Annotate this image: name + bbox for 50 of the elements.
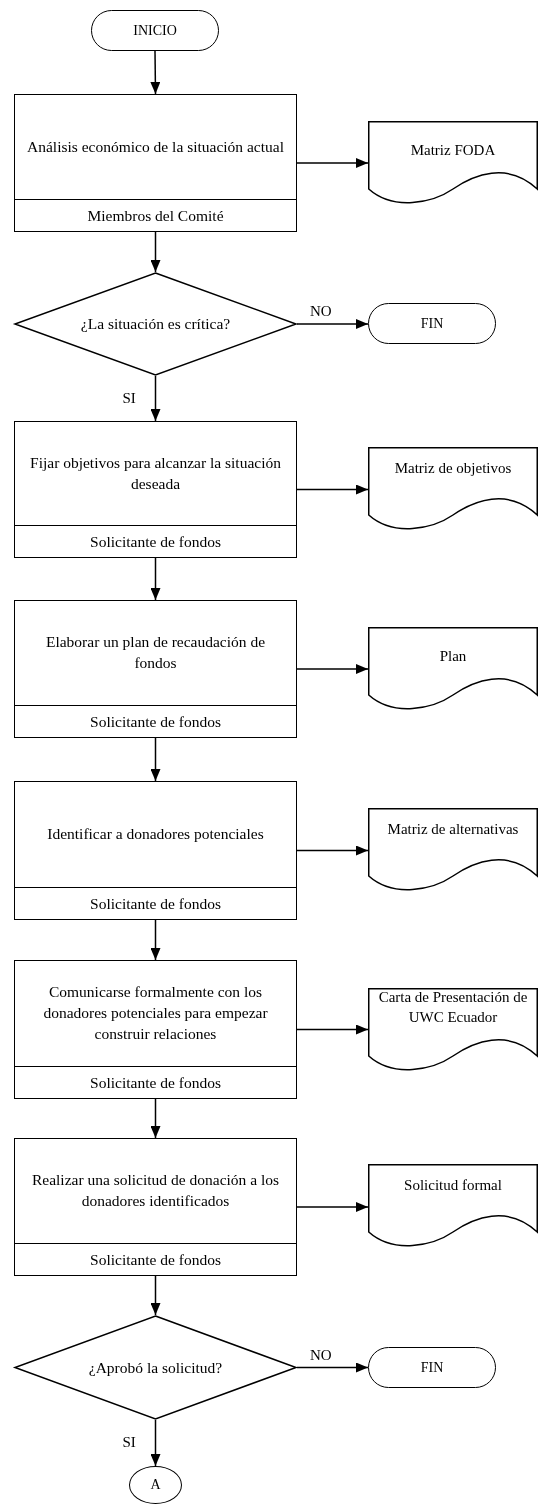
- process-box: [14, 1138, 297, 1276]
- step-text: Identificar a donadores potenciales: [47, 824, 264, 845]
- arrow: [150, 50, 161, 95]
- process-box: [14, 960, 297, 1099]
- process-box: [14, 94, 297, 232]
- arrow: [150, 557, 161, 601]
- process-box: [14, 600, 297, 738]
- connector-circle: [129, 1466, 182, 1504]
- role-label: Solicitante de fondos: [90, 1073, 221, 1092]
- step-text: Elaborar un plan de recaudación de fondos: [44, 632, 266, 673]
- connector-label: A: [150, 1477, 161, 1493]
- step-text: Realizar una solicitud de donación a los donadores identificados: [30, 1170, 281, 1211]
- decision-text: ¿Aprobó la solicitud?: [88, 1358, 223, 1377]
- role-label: Solicitante de fondos: [90, 894, 221, 913]
- arrow: [296, 1362, 369, 1373]
- step-text: Fijar objetivos para alcanzar la situación deseada: [29, 452, 282, 494]
- arrow: [150, 231, 161, 273]
- role-label: Solicitante de fondos: [90, 712, 221, 731]
- process-box: [14, 781, 297, 920]
- arrow: [296, 158, 369, 168]
- arrow: [150, 1419, 161, 1467]
- arrow: [296, 664, 369, 674]
- arrow: [296, 1024, 369, 1035]
- arrow: [296, 845, 369, 856]
- document-label: Matriz de objetivos: [393, 459, 513, 478]
- step-text: Análisis económico de la situación actual: [27, 136, 284, 157]
- role-label: Miembros del Comité: [87, 206, 224, 225]
- decision-diamond: [14, 272, 297, 376]
- document-label: Plan: [438, 647, 468, 666]
- arrow: [296, 484, 369, 495]
- process-box: [14, 421, 297, 558]
- arrow: [150, 919, 161, 961]
- decision-text: ¿La situación es crítica?: [80, 315, 231, 333]
- arrow: [150, 1098, 161, 1139]
- terminal-text: INICIO: [133, 22, 177, 39]
- arrow: [296, 319, 369, 329]
- document-label: Solicitud formal: [403, 1176, 503, 1195]
- arrow: [150, 375, 161, 422]
- document-label: Carta de Presentación de UWC Ecuador: [377, 988, 529, 1027]
- arrow: [150, 737, 161, 782]
- decision-diamond: [14, 1315, 297, 1420]
- role-label: Solicitante de fondos: [90, 532, 221, 551]
- arrow: [296, 1202, 369, 1212]
- document-label: Matriz FODA: [409, 141, 497, 160]
- arrow: [150, 1275, 161, 1316]
- terminal-text: FIN: [420, 1359, 444, 1376]
- document-label: Matriz de alternativas: [386, 820, 520, 839]
- role-label: Solicitante de fondos: [90, 1250, 221, 1269]
- terminal-text: FIN: [420, 315, 444, 332]
- step-text: Comunicarse formalmente con los donadores potenciales para empezar construir relaciones: [42, 982, 269, 1044]
